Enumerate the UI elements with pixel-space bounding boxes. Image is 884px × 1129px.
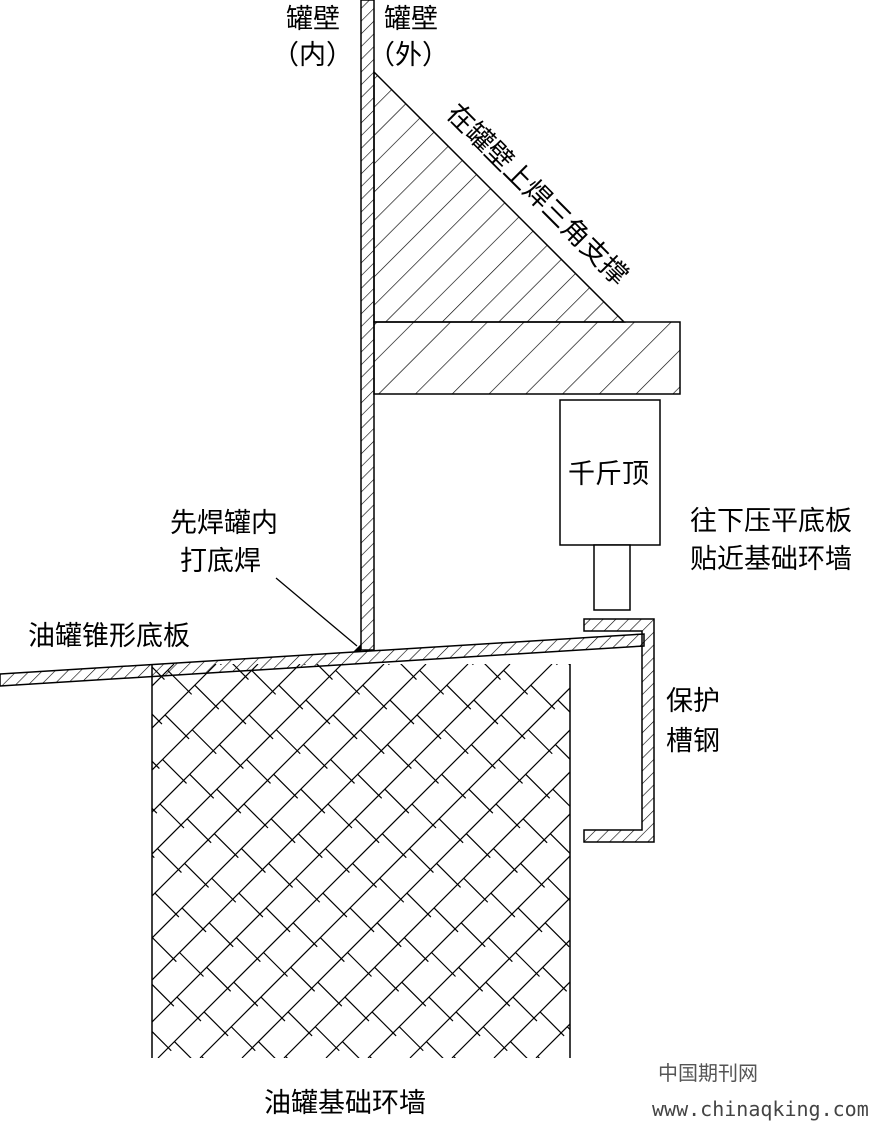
support-beam — [373, 321, 681, 395]
protective-channel-steel — [583, 618, 655, 843]
weld-leader-line — [275, 577, 358, 647]
label-weld-line2: 打底焊 — [180, 546, 261, 577]
label-press-line1: 往下压平底板 — [690, 506, 852, 537]
label-wall-inner-bottom: （内） — [272, 40, 353, 71]
label-wall-outer-bottom: （外） — [368, 40, 449, 71]
label-wall-outer-top: 罐壁 — [384, 4, 438, 35]
label-bottom-plate: 油罐锥形底板 — [28, 621, 190, 652]
label-weld-line1: 先焊罐内 — [170, 508, 278, 539]
label-channel-line2: 槽钢 — [666, 726, 720, 757]
hydraulic-jack — [559, 399, 661, 611]
label-channel-line1: 保护 — [666, 686, 720, 717]
watermark-site-name: 中国期刊网 — [658, 1061, 758, 1085]
label-jack: 千斤顶 — [568, 459, 649, 490]
tank-wall — [360, 0, 375, 651]
label-wall-inner-top: 罐壁 — [286, 4, 340, 35]
watermark-url: www.chinaqking.com — [652, 1097, 869, 1121]
label-press-line2: 贴近基础环墙 — [690, 544, 852, 575]
root-weld — [353, 644, 361, 652]
foundation-ring-wall — [151, 664, 571, 1058]
label-foundation: 油罐基础环墙 — [264, 1088, 426, 1119]
triangle-brace — [373, 70, 626, 323]
